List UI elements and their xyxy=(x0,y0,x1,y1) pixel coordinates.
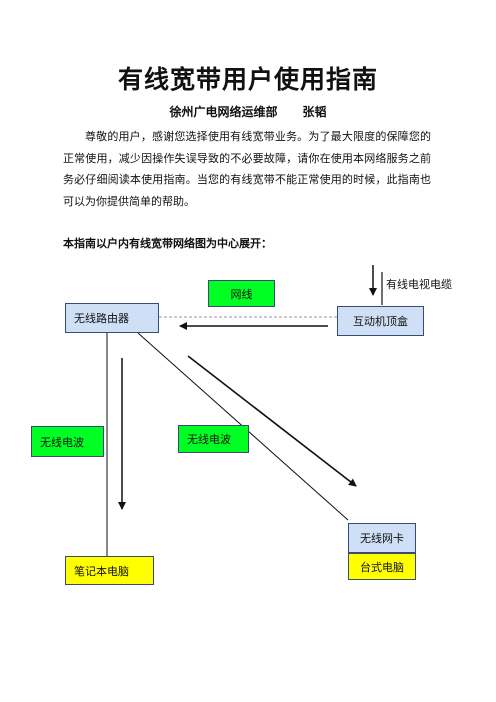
intro-paragraph: 尊敬的用户，感谢您选择使用有线宽带业务。为了最大限度的保障您的正常使用，减少因操… xyxy=(63,130,431,208)
author-line: 徐州广电网络运维部 张韬 xyxy=(169,105,327,119)
wireless-label-mid: 无线电波 xyxy=(178,425,249,453)
diagram-intro: 本指南以户内有线宽带网络图为中心展开： xyxy=(63,237,272,250)
settop-node: 互动机顶盒 xyxy=(337,306,424,336)
cable-label: 有线电视电缆 xyxy=(386,278,452,291)
net-cable-label: 网线 xyxy=(208,280,275,307)
page-title: 有线宽带用户使用指南 xyxy=(117,65,378,94)
desktop-node: 台式电脑 xyxy=(348,553,416,580)
router-node: 无线路由器 xyxy=(65,303,159,333)
wifi-card-node: 无线网卡 xyxy=(348,523,416,553)
wireless-label-left: 无线电波 xyxy=(31,426,104,457)
laptop-node: 笔记本电脑 xyxy=(65,556,154,585)
desktop-arrow xyxy=(187,355,357,487)
